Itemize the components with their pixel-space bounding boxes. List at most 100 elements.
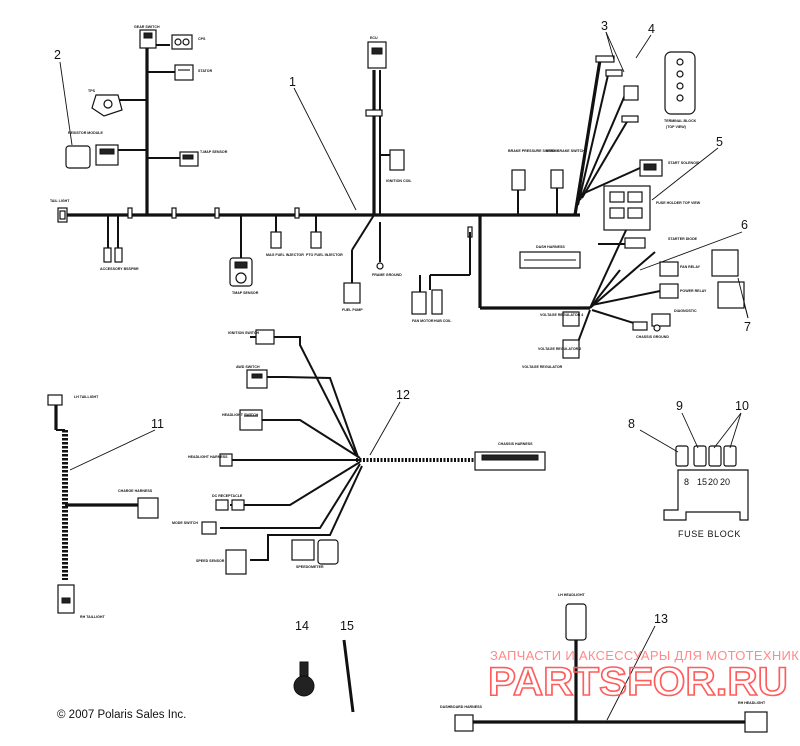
label-park-brake: PARK BRAKE SWITCH: [546, 149, 585, 153]
fuse-value-3: 20: [708, 477, 718, 487]
label-lh-taillight: LH TAILLIGHT: [74, 395, 99, 399]
copyright-text: © 2007 Polaris Sales Inc.: [57, 709, 186, 721]
label-start-solenoid: START SOLENOID: [668, 161, 700, 165]
label-accessory: ACCESSORY BSSPBR: [100, 267, 139, 271]
callout-10: 10: [735, 399, 749, 413]
fuse-holder: [603, 185, 651, 231]
label-starter-diode: STARTER DIODE: [668, 237, 698, 241]
callout-15: 15: [340, 619, 354, 633]
part-15: [342, 639, 355, 713]
dash-harness-connector: [519, 251, 581, 269]
callout-12: 12: [396, 388, 410, 402]
callout-3: 3: [601, 19, 608, 33]
start-solenoid: [639, 159, 663, 177]
label-frame-ground: FRAME GROUND: [372, 273, 402, 277]
label-rh-headlight: RH HEADLIGHT: [738, 701, 766, 705]
fuse-value-1: 8: [684, 477, 689, 487]
label-dc-receptacle: DC RECEPTACLE: [212, 494, 243, 498]
label-lh-headlight: LH HEADLIGHT: [558, 593, 586, 597]
label-fan-motor: FAN MOTOR: [412, 319, 434, 323]
taillight-harness: [47, 394, 159, 614]
gear-switch-connector: [139, 29, 157, 49]
callout-9: 9: [676, 399, 683, 413]
component-labels: GEAR SWITCH CPS STATOR TPS RESISTOR MODU…: [50, 25, 766, 709]
watermark-brand: PARTSFOR.RU: [488, 660, 788, 704]
label-headlight-harness: HEADLIGHT HARNESS: [188, 455, 228, 459]
headlight-switch: [239, 409, 263, 431]
fuse-value-2: 15: [697, 477, 707, 487]
main-harness: [57, 41, 666, 351]
watermark-tagline: ЗАПЧАСТИ И АКСЕССУАРЫ ДЛЯ МОТОТЕХНИКИ: [490, 648, 800, 663]
watermark: ЗАПЧАСТИ И АКСЕССУАРЫ ДЛЯ МОТОТЕХНИКИ PA…: [487, 648, 800, 705]
resistor-module: [65, 144, 119, 169]
label-resistor-module: RESISTOR MODULE: [68, 131, 103, 135]
label-gear-switch: GEAR SWITCH: [134, 25, 160, 29]
chassis-ground: [632, 321, 661, 332]
power-relay: [659, 281, 745, 309]
label-speed-sensor: SPEED SENSOR: [196, 559, 225, 563]
tmap-sensor-top: [179, 151, 199, 167]
fuse-block-text: 8 15 20 20 FUSE BLOCK: [678, 477, 741, 539]
label-ecu: ECU: [370, 36, 378, 40]
label-fuse-holder: FUSE HOLDER TOP VIEW: [656, 201, 701, 205]
awd-switch: [246, 369, 268, 389]
label-tmap-sensor-b: TMAP SENSOR: [232, 291, 259, 295]
label-dash-harness: DASH HARNESS: [536, 245, 565, 249]
part-14: [293, 661, 315, 697]
callout-2: 2: [54, 48, 61, 62]
callout-numbers: 1 2 3 4 5 6 7 8 9 10 11 12 13 14 15: [54, 19, 751, 633]
label-speedometer: SPEEDOMETER: [296, 565, 324, 569]
label-hub-coil: HUB COIL: [434, 319, 452, 323]
label-headlight-switch: HEADLIGHT SWITCH: [222, 413, 259, 417]
callout-4: 4: [648, 22, 655, 36]
terminal-block: [595, 51, 696, 123]
label-charge-harness: CHARGE HARNESS: [118, 489, 153, 493]
speed-sensor: [225, 549, 247, 575]
label-mode-switch: MODE SWITCH: [172, 521, 198, 525]
fuse-block-title: FUSE BLOCK: [678, 529, 741, 539]
label-vreg: VOLTAGE REGULATOR: [522, 365, 563, 369]
label-stator: STATOR: [198, 69, 213, 73]
ignition-switch: [255, 329, 275, 345]
fuse-block: [663, 445, 749, 521]
voltage-regulator-2: [562, 339, 580, 359]
label-ignition-switch: IGNITION SWITCH: [228, 331, 260, 335]
callout-7: 7: [744, 320, 751, 334]
mode-switch: [201, 521, 217, 535]
label-chassis-harness: CHASSIS HARNESS: [498, 442, 533, 446]
callout-13: 13: [654, 612, 668, 626]
label-fan-relay: FAN RELAY: [680, 265, 701, 269]
callout-leaders: [59, 31, 749, 721]
label-rh-taillight: RH TAILLIGHT: [80, 615, 105, 619]
label-awd-switch: AWD SWITCH: [236, 365, 260, 369]
label-ignition-coil: IGNITION COIL: [386, 179, 412, 183]
label-brake-pressure: BRAKE PRESSURE SWITCH: [508, 149, 557, 153]
diagnostic-connector: [651, 313, 671, 327]
cps-connector: [171, 34, 193, 50]
stator-connector: [174, 64, 194, 81]
label-top-view: (TOP VIEW): [666, 125, 687, 129]
label-tps: TPS: [88, 89, 96, 93]
headlight-harness: [454, 603, 768, 733]
callout-5: 5: [716, 135, 723, 149]
label-vreg-4: VOLTAGE REGULATOR 4: [540, 313, 583, 317]
label-diagnostic: DIAGNOSTIC: [674, 309, 697, 313]
callout-6: 6: [741, 218, 748, 232]
label-tail-light: TAIL LIGHT: [50, 199, 70, 203]
tps-sensor: [91, 94, 123, 117]
callout-14: 14: [295, 619, 309, 633]
headlight-harness-connector: [219, 453, 233, 467]
label-dashboard-harness: DASHBOARD HARNESS: [440, 705, 483, 709]
dc-receptacle: [215, 499, 245, 511]
speedometer-connector: [291, 539, 339, 565]
label-chassis-ground: CHASSIS GROUND: [636, 335, 669, 339]
label-terminal-block: TERMINAL BLOCK: [664, 119, 697, 123]
fuse-value-4: 20: [720, 477, 730, 487]
label-power-relay: POWER RELAY: [680, 289, 707, 293]
label-fuel-pump: FUEL PUMP: [342, 308, 363, 312]
callout-11: 11: [151, 417, 164, 431]
starter-diode: [598, 237, 646, 249]
voltage-regulator-4: [562, 311, 580, 327]
